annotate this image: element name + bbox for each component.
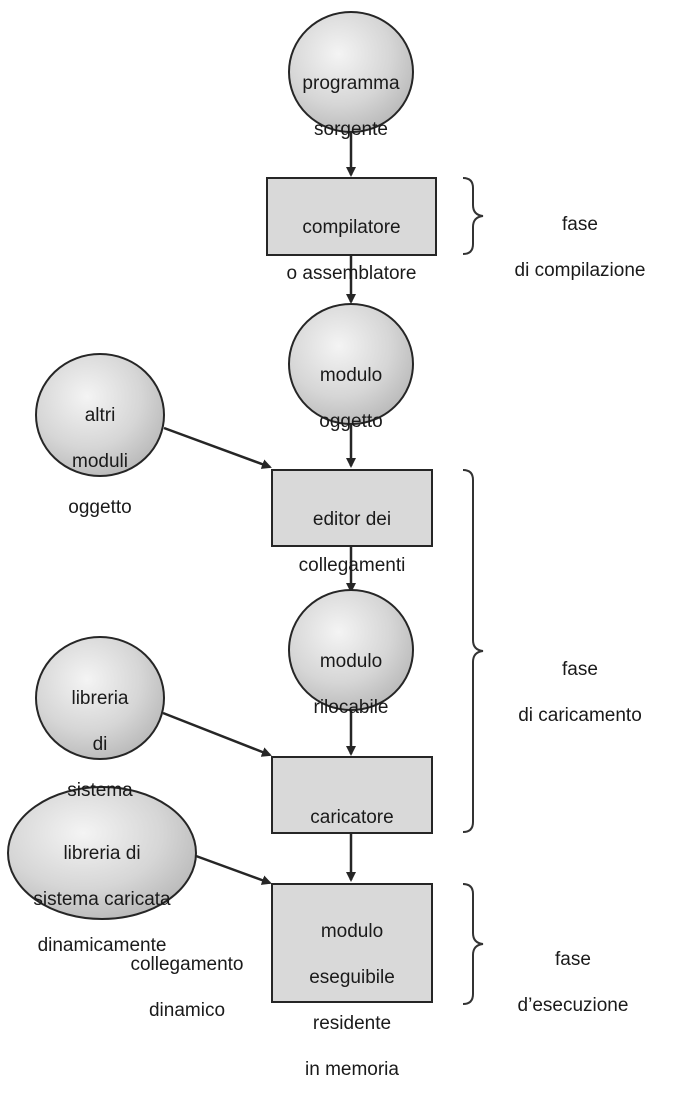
arrow-dynamic-library-to-executable — [195, 854, 272, 885]
execution-phase-label: fase d’esecuzione — [517, 949, 629, 1016]
executable-box — [271, 883, 433, 1003]
object-module-node — [288, 303, 414, 425]
source-program-node — [288, 11, 414, 133]
arrow-other-modules-to-linker — [163, 426, 272, 469]
loader-label: caricatore — [310, 807, 394, 828]
system-library-label: libreria di sistema — [67, 688, 133, 801]
dynamic-system-library-node — [7, 786, 197, 920]
execution-phase-brace — [462, 883, 484, 1005]
compiler-label: compilatore o assemblatore — [286, 217, 417, 284]
system-library-node — [35, 636, 165, 760]
linker-label: editor dei collegamenti — [298, 509, 406, 576]
load-phase-label: fase di caricamento — [518, 659, 642, 726]
relocatable-module-node — [288, 589, 414, 711]
dynamic-linking-annotation: collegamento dinamico — [130, 954, 244, 1021]
phase-braces — [462, 177, 484, 1005]
arrow-system-library-to-loader — [162, 711, 272, 757]
other-object-modules-node — [35, 353, 165, 477]
loading-process-diagram — [7, 11, 484, 1005]
compiler-box — [266, 177, 437, 256]
relocatable-module-label: modulo rilocabile — [313, 651, 389, 718]
compile-phase-brace — [462, 177, 484, 255]
object-module-label: modulo oggetto — [319, 365, 383, 432]
linker-box — [271, 469, 433, 547]
loader-box — [271, 756, 433, 834]
load-phase-brace — [462, 469, 484, 833]
compile-phase-label: fase di compilazione — [514, 214, 646, 281]
executable-label: modulo eseguibile residente in memoria — [305, 921, 399, 1080]
dynamic-system-library-label: libreria di sistema caricata dinamicamen… — [33, 843, 171, 956]
arrows — [162, 132, 356, 885]
source-program-label: programma sorgente — [302, 73, 400, 140]
other-object-modules-label: altri moduli oggetto — [68, 405, 132, 518]
